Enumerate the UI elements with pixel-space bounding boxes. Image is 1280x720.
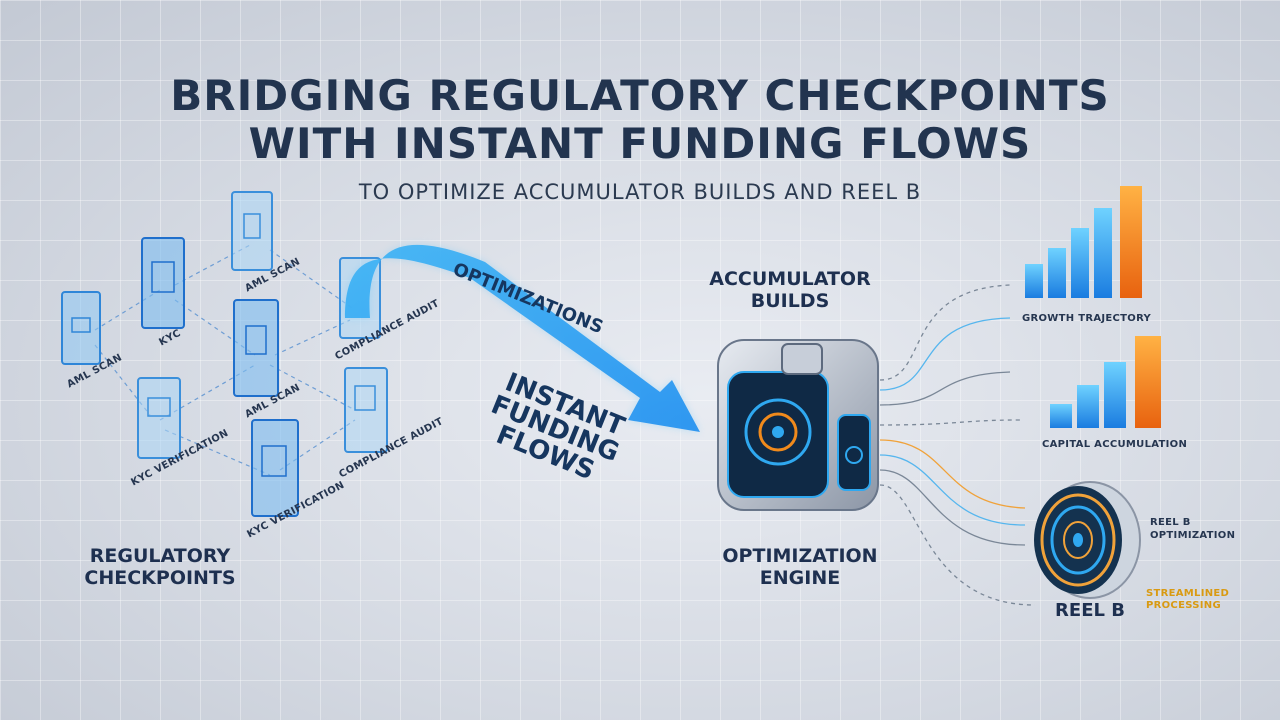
optimization-engine-cube (717, 339, 879, 511)
accumulator-builds-label: ACCUMULATOR BUILDS (709, 268, 871, 312)
regulatory-checkpoints-label: REGULATORY CHECKPOINTS (84, 545, 236, 589)
tablet-kyc-verification-1 (137, 377, 181, 459)
tablet-compliance-audit-2 (344, 367, 388, 453)
streamlined-processing-label: STREAMLINED PROCESSING (1146, 588, 1230, 611)
funding-flow-arrow (345, 244, 700, 432)
tablet-aml-scan-2 (231, 191, 273, 271)
tablet-kyc-verification-2 (251, 419, 299, 517)
capital-accumulation-label: CAPITAL ACCUMULATION (1042, 439, 1188, 450)
reel-b-label: REEL B (1055, 600, 1125, 621)
reel-b-disc (1034, 481, 1141, 599)
growth-trajectory-chart (1025, 186, 1142, 298)
title-line-2: WITH INSTANT FUNDING FLOWS (248, 119, 1032, 168)
growth-trajectory-label: GROWTH TRAJECTORY (1022, 313, 1152, 324)
tablet-aml-scan-1 (61, 291, 101, 365)
optimization-engine-label: OPTIMIZATION ENGINE (722, 545, 878, 589)
tablet-aml-scan-3 (233, 299, 279, 397)
subtitle: TO OPTIMIZE ACCUMULATOR BUILDS AND REEL … (358, 180, 922, 204)
tablet-kyc (141, 237, 185, 329)
title-line-1: BRIDGING REGULATORY CHECKPOINTS (170, 71, 1110, 120)
output-connectors (879, 284, 1036, 606)
capital-accumulation-chart (1050, 336, 1161, 428)
checkpoint-network (94, 244, 356, 476)
reel-b-optimization-label: REEL B OPTIMIZATION (1150, 517, 1236, 541)
